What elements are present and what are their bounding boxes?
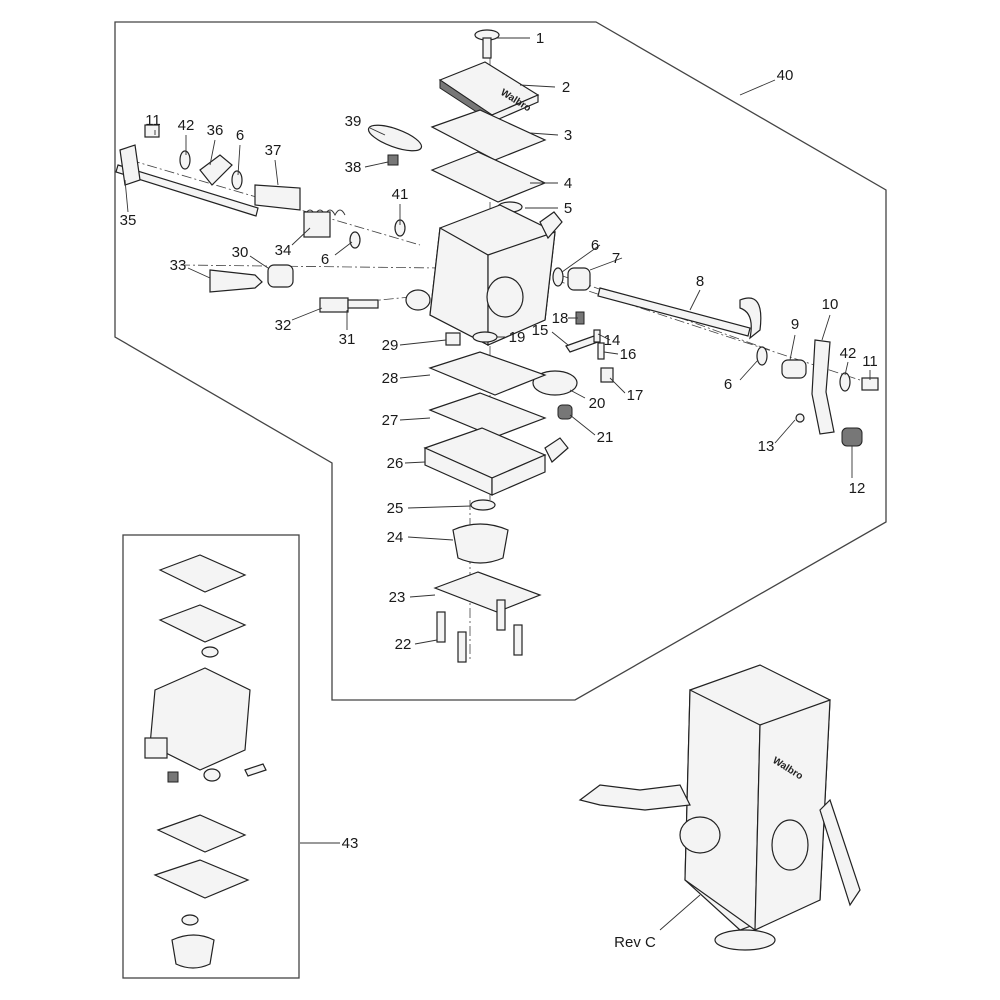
needle-33 [209,269,263,293]
callout-21: 21 [597,429,614,446]
fitting-29 [445,332,461,346]
assembly-40-outline [114,21,887,701]
callout-39: 39 [345,113,362,130]
callout-11b: 11 [862,353,878,370]
callout-37: 37 [265,142,282,159]
kit-43-parts [144,554,267,969]
washer-6 [231,170,243,190]
bushing-9 [781,359,807,379]
valve-21 [557,404,573,420]
diaphragm-4 [430,151,547,203]
callout-6b: 6 [321,251,329,268]
callout-29: 29 [382,337,399,354]
cover-2 [438,61,540,123]
leader-lines [124,37,871,931]
screws-22 [436,599,523,663]
callout-8: 8 [696,273,704,290]
callout-27: 27 [382,412,399,429]
callout-20: 20 [589,395,606,412]
kit-43-outline [122,534,300,979]
callout-36: 36 [207,122,224,139]
callout-40: 40 [777,67,794,84]
cup-24 [452,523,509,564]
callout-32: 32 [275,317,292,334]
callout-7: 7 [612,250,620,267]
callout-4: 4 [564,175,572,192]
spring-30 [267,264,294,288]
callout-38: 38 [345,159,362,176]
lever-10 [811,339,835,435]
callout-23: 23 [389,589,406,606]
callout-24: 24 [387,529,404,546]
rev-c-caption: Rev C [614,934,656,951]
cover-23 [433,571,542,613]
nozzle-32-31 [319,297,379,313]
choke-shaft-35 [115,144,259,217]
callout-6: 6 [236,127,244,144]
washer-6b [349,231,361,249]
pin-16 [597,342,605,360]
screw-1 [474,29,500,59]
screw-12 [841,427,863,447]
callout-10: 10 [822,296,839,313]
o-ring-19 [472,331,498,343]
callout-42b: 42 [840,345,857,362]
callout-42: 42 [178,117,195,134]
lever-15 [565,335,599,353]
washer-6c [552,267,564,287]
lever-36 [199,154,233,186]
callout-41: 41 [392,186,409,203]
spring-34 [303,209,346,238]
sleeve-37 [254,184,301,211]
callout-3: 3 [564,127,572,144]
callout-9: 9 [791,316,799,333]
carburetor-body [405,204,563,346]
spring-7 [567,267,591,291]
washer-42 [179,150,191,170]
screw-38 [387,154,399,166]
pin-14 [593,329,601,343]
callout-13: 13 [758,438,775,455]
callout-6c: 6 [591,237,599,254]
callout-25: 25 [387,500,404,517]
callout-16: 16 [620,346,637,363]
callout-26: 26 [387,455,404,472]
throttle-plate-39 [367,124,423,152]
callout-2: 2 [562,79,570,96]
callout-43: 43 [342,835,359,852]
callout-22: 22 [395,636,412,653]
callout-14: 14 [604,332,621,349]
plate-20 [532,370,578,396]
callout-31: 31 [339,331,356,348]
washer-42b [839,372,851,392]
gasket-3 [430,109,547,161]
callout-11: 11 [145,112,161,129]
diaphragm-27 [428,392,547,438]
washer-6d [756,346,768,366]
bushing-11 [144,124,160,138]
callout-6d: 6 [724,376,732,393]
callout-1: 1 [536,30,544,47]
rev-c-assembled-carburetor [578,664,861,951]
callout-35: 35 [120,212,137,229]
gasket-28 [428,351,547,396]
callout-30: 30 [232,244,249,261]
valve-25 [470,499,496,511]
throttle-shaft-8 [597,287,762,340]
screw-17 [600,367,614,383]
callout-12: 12 [849,480,866,497]
callout-15: 15 [532,322,549,339]
callout-17: 17 [627,387,644,404]
callout-34: 34 [275,242,292,259]
callout-19: 19 [509,329,526,346]
pump-cover-26 [423,427,569,496]
callout-5: 5 [564,200,572,217]
callout-18: 18 [552,310,569,327]
callout-33: 33 [170,257,187,274]
callout-28: 28 [382,370,399,387]
clip-13 [795,413,805,423]
